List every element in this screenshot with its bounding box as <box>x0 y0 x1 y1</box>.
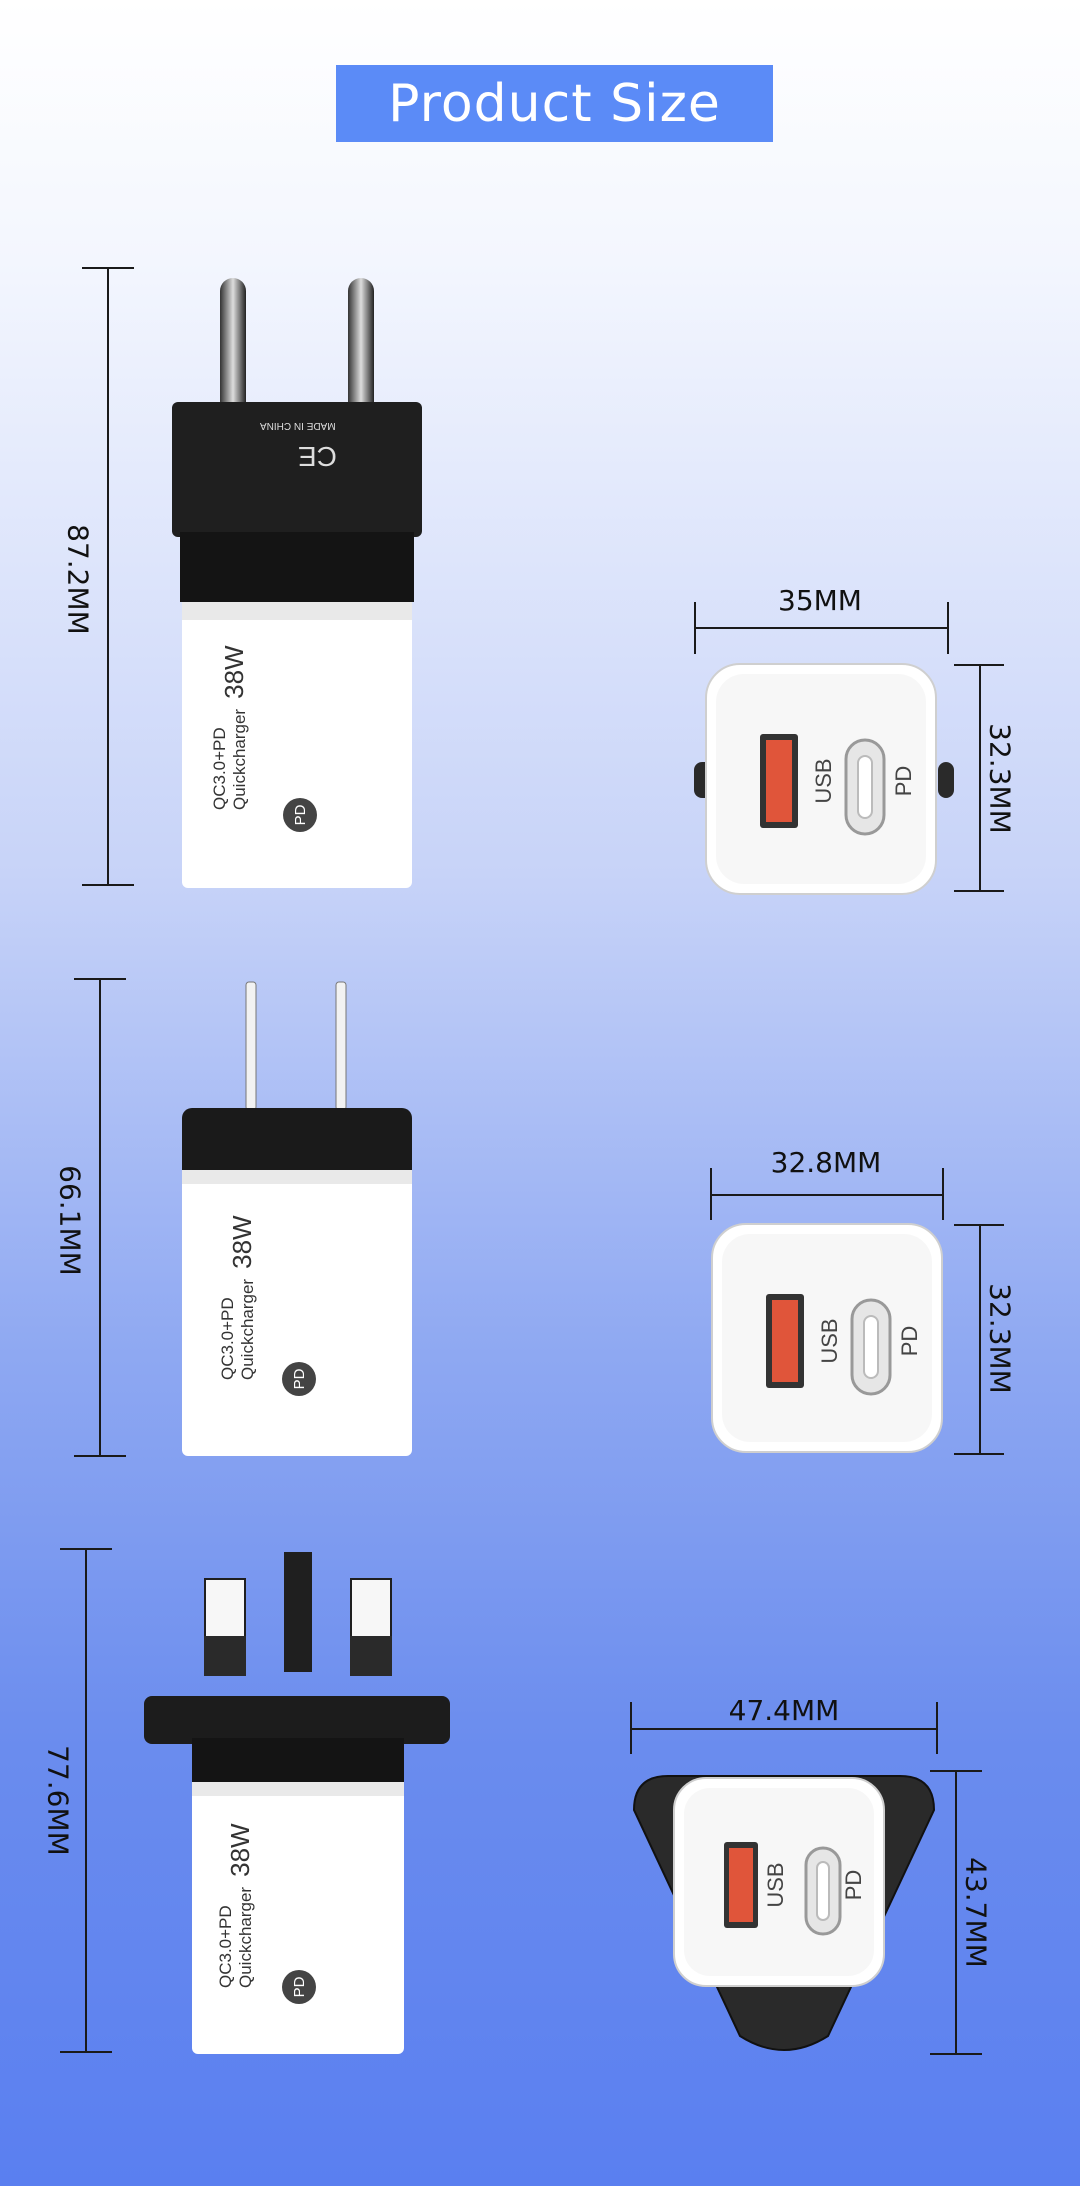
eu-height-label: 87.2MM <box>61 524 95 635</box>
us-spec-block: QC3.0+PD Quickcharger 38W <box>218 1180 338 1380</box>
us-width-label: 32.8MM <box>770 1146 882 1179</box>
us-pd-label: PD <box>897 1325 922 1357</box>
page-title: Product Size <box>336 65 773 142</box>
eu-charger-front: MADE IN CHINA CE PD QC3.0+PD Quickcharge… <box>168 270 428 890</box>
uk-spec-block: QC3.0+PD Quickcharger 38W <box>216 1788 336 1988</box>
eu-charger-port-face: USB PD <box>694 662 954 898</box>
eu-spec-line1: QC3.0+PD <box>210 727 229 810</box>
eu-ce-mark: CE <box>298 441 337 472</box>
eu-depth-label: 32.3MM <box>983 723 1017 834</box>
us-spec-line2: Quickcharger <box>238 1278 257 1380</box>
eu-depth-line <box>979 664 981 892</box>
eu-width-line <box>694 627 949 629</box>
us-depth-line <box>979 1224 981 1455</box>
us-width-line <box>710 1194 944 1196</box>
uk-height-label: 77.6MM <box>41 1745 75 1856</box>
eu-spec-block: QC3.0+PD Quickcharger 38W <box>210 610 330 810</box>
eu-wattage: 38W <box>219 645 249 699</box>
us-height-label: 66.1MM <box>53 1165 87 1276</box>
eu-usb-label: USB <box>811 758 836 804</box>
us-charger-port-face: USB PD <box>710 1222 946 1454</box>
eu-width-label: 35MM <box>778 584 862 617</box>
uk-depth-label: 43.7MM <box>959 1857 993 1968</box>
eu-spec-line2: Quickcharger <box>230 708 249 810</box>
uk-width-line <box>630 1728 938 1730</box>
us-spec-line1: QC3.0+PD <box>218 1297 237 1380</box>
us-depth-label: 32.3MM <box>983 1283 1017 1394</box>
uk-spec-line2: Quickcharger <box>236 1886 255 1988</box>
uk-depth-line <box>955 1770 957 2055</box>
eu-pd-label: PD <box>891 765 916 797</box>
eu-height-line <box>107 267 109 886</box>
eu-made-in-label: MADE IN CHINA <box>260 420 336 431</box>
uk-wattage: 38W <box>225 1823 255 1877</box>
us-usb-label: USB <box>817 1318 842 1364</box>
uk-height-line <box>85 1548 87 2053</box>
uk-width-label: 47.4MM <box>728 1694 840 1727</box>
uk-pd-label: PD <box>841 1869 866 1901</box>
us-wattage: 38W <box>227 1215 257 1269</box>
uk-charger-port-face: USB PD <box>628 1768 940 2058</box>
uk-spec-line1: QC3.0+PD <box>216 1905 235 1988</box>
us-height-line <box>99 978 101 1457</box>
us-charger-front: PD QC3.0+PD Quickcharger 38W <box>176 980 416 1460</box>
uk-charger-front: PD QC3.0+PD Quickcharger 38W <box>140 1548 454 2058</box>
uk-usb-label: USB <box>763 1862 788 1908</box>
